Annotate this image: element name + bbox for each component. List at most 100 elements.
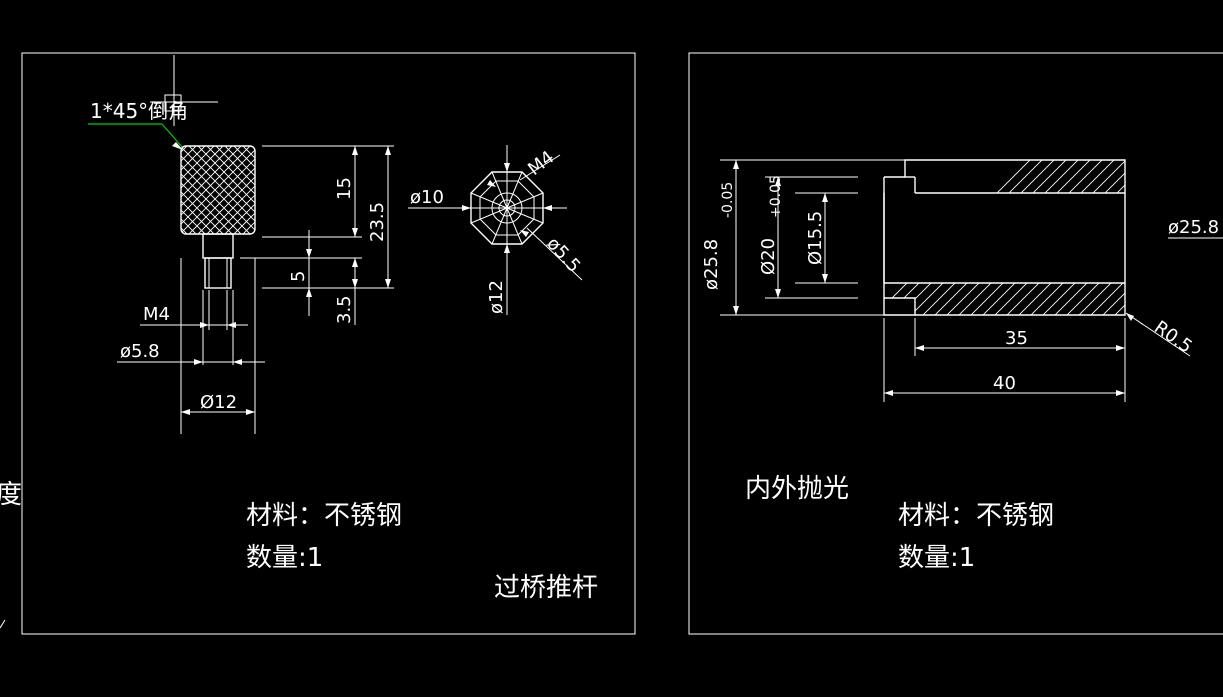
tol-minus: -0.05: [720, 182, 736, 218]
pattern-line: [931, 283, 1113, 315]
right-quantity: 数量:1: [898, 543, 975, 573]
pattern-line: [919, 283, 1101, 315]
pattern-line: [884, 160, 1041, 193]
pattern-line: [1087, 160, 1125, 193]
pattern-line: [181, 146, 197, 234]
pattern-line: [181, 146, 188, 234]
pattern-line: [907, 160, 1089, 193]
pattern-line: [90, 146, 178, 234]
part-name: 过桥推杆: [494, 573, 598, 603]
pattern-line: [1160, 150, 1223, 330]
right-sheet-frame: [688, 52, 1223, 635]
pattern-line: [919, 160, 1101, 193]
chamfer-note: 1*45°倒角: [90, 99, 188, 123]
knurled-head: [90, 145, 403, 235]
pattern-line: [288, 146, 376, 234]
pattern-line: [215, 146, 255, 234]
dim-phi20: Ø20: [758, 238, 779, 275]
pattern-line: [181, 146, 215, 234]
pattern-line: [181, 146, 255, 234]
pattern-line: [884, 160, 1065, 193]
dim-phi5-8: ø5.8: [120, 341, 160, 362]
pattern-line: [181, 146, 251, 234]
pattern-line: [188, 146, 255, 234]
pattern-line: [181, 146, 206, 234]
pattern-line: [967, 160, 1125, 193]
pattern-line: [224, 146, 255, 234]
pattern-line: [943, 160, 1125, 193]
pattern-line: [943, 283, 1125, 315]
pattern-line: [895, 283, 1077, 315]
pattern-line: [1099, 283, 1125, 315]
pattern-line: [1136, 150, 1223, 330]
pattern-line: [1148, 150, 1223, 330]
pattern-line: [1075, 283, 1125, 315]
pattern-line: [181, 146, 255, 234]
dim-m4-top: M4: [524, 147, 558, 180]
pattern-line: [181, 146, 206, 234]
pattern-line: [1027, 283, 1125, 315]
pattern-line: [967, 283, 1125, 315]
dim-phi25-8-left: ø25.8: [701, 239, 722, 290]
pattern-line: [206, 146, 255, 234]
pattern-line: [315, 146, 403, 234]
pattern-line: [224, 146, 255, 234]
dim-15: 15: [334, 177, 355, 200]
tol-plus: +0.05: [768, 175, 784, 218]
threaded-shaft: [202, 233, 234, 289]
pattern-line: [955, 160, 1125, 193]
dim-r0-5: R0.5: [1150, 317, 1196, 358]
sleeve-section: [883, 150, 1223, 330]
pattern-line: [895, 160, 1077, 193]
pattern-line: [242, 146, 255, 234]
pattern-line: [181, 146, 224, 234]
dim-phi12-bottom: Ø12: [200, 392, 237, 413]
pattern-line: [181, 146, 188, 234]
pattern-line: [90, 146, 178, 234]
pattern-line: [931, 160, 1113, 193]
dim-phi5-5: ø5.5: [542, 233, 584, 277]
dim-phi12-side: ø12: [486, 280, 507, 314]
pattern-line: [181, 146, 197, 234]
pattern-line: [1099, 160, 1125, 193]
pattern-line: [1148, 150, 1223, 330]
dim-phi10: ø10: [410, 187, 444, 208]
pattern-line: [181, 146, 242, 234]
pattern-line: [251, 146, 255, 234]
polish-note: 内外抛光: [745, 474, 849, 504]
pattern-line: [1172, 150, 1223, 330]
pattern-line: [979, 283, 1125, 315]
pattern-line: [1003, 283, 1125, 315]
pattern-line: [1160, 150, 1223, 330]
dim-m4: M4: [143, 304, 170, 325]
chamfer-leader: [88, 123, 184, 150]
pattern-line: [1123, 283, 1125, 315]
pattern-line: [181, 146, 215, 234]
edge-char: 度: [0, 480, 22, 510]
pattern-line: [907, 283, 1089, 315]
pattern-line: [955, 283, 1125, 315]
pattern-line: [242, 146, 255, 234]
pattern-line: [1172, 150, 1223, 330]
dim-phi15-5: Ø15.5: [805, 211, 826, 265]
pattern-line: [181, 146, 224, 234]
pattern-line: [1087, 283, 1125, 315]
dim-3-5: 3.5: [334, 295, 355, 324]
pattern-line: [1111, 283, 1125, 315]
pattern-line: [1075, 160, 1125, 193]
dim-40: 40: [993, 373, 1016, 394]
pattern-line: [197, 146, 255, 234]
pattern-line: [1123, 160, 1125, 193]
pattern-line: [1063, 283, 1125, 315]
dim-23-5: 23.5: [367, 202, 388, 242]
dim-phi25-8-right: ø25.8: [1168, 217, 1219, 238]
pattern-line: [1015, 283, 1125, 315]
left-quantity: 数量:1: [246, 543, 323, 573]
pattern-line: [1051, 283, 1125, 315]
pattern-line: [884, 160, 1053, 193]
left-material: 材料：不锈钢: [246, 501, 402, 531]
pattern-line: [233, 146, 255, 234]
end-view: [408, 145, 583, 315]
pattern-line: [215, 146, 255, 234]
